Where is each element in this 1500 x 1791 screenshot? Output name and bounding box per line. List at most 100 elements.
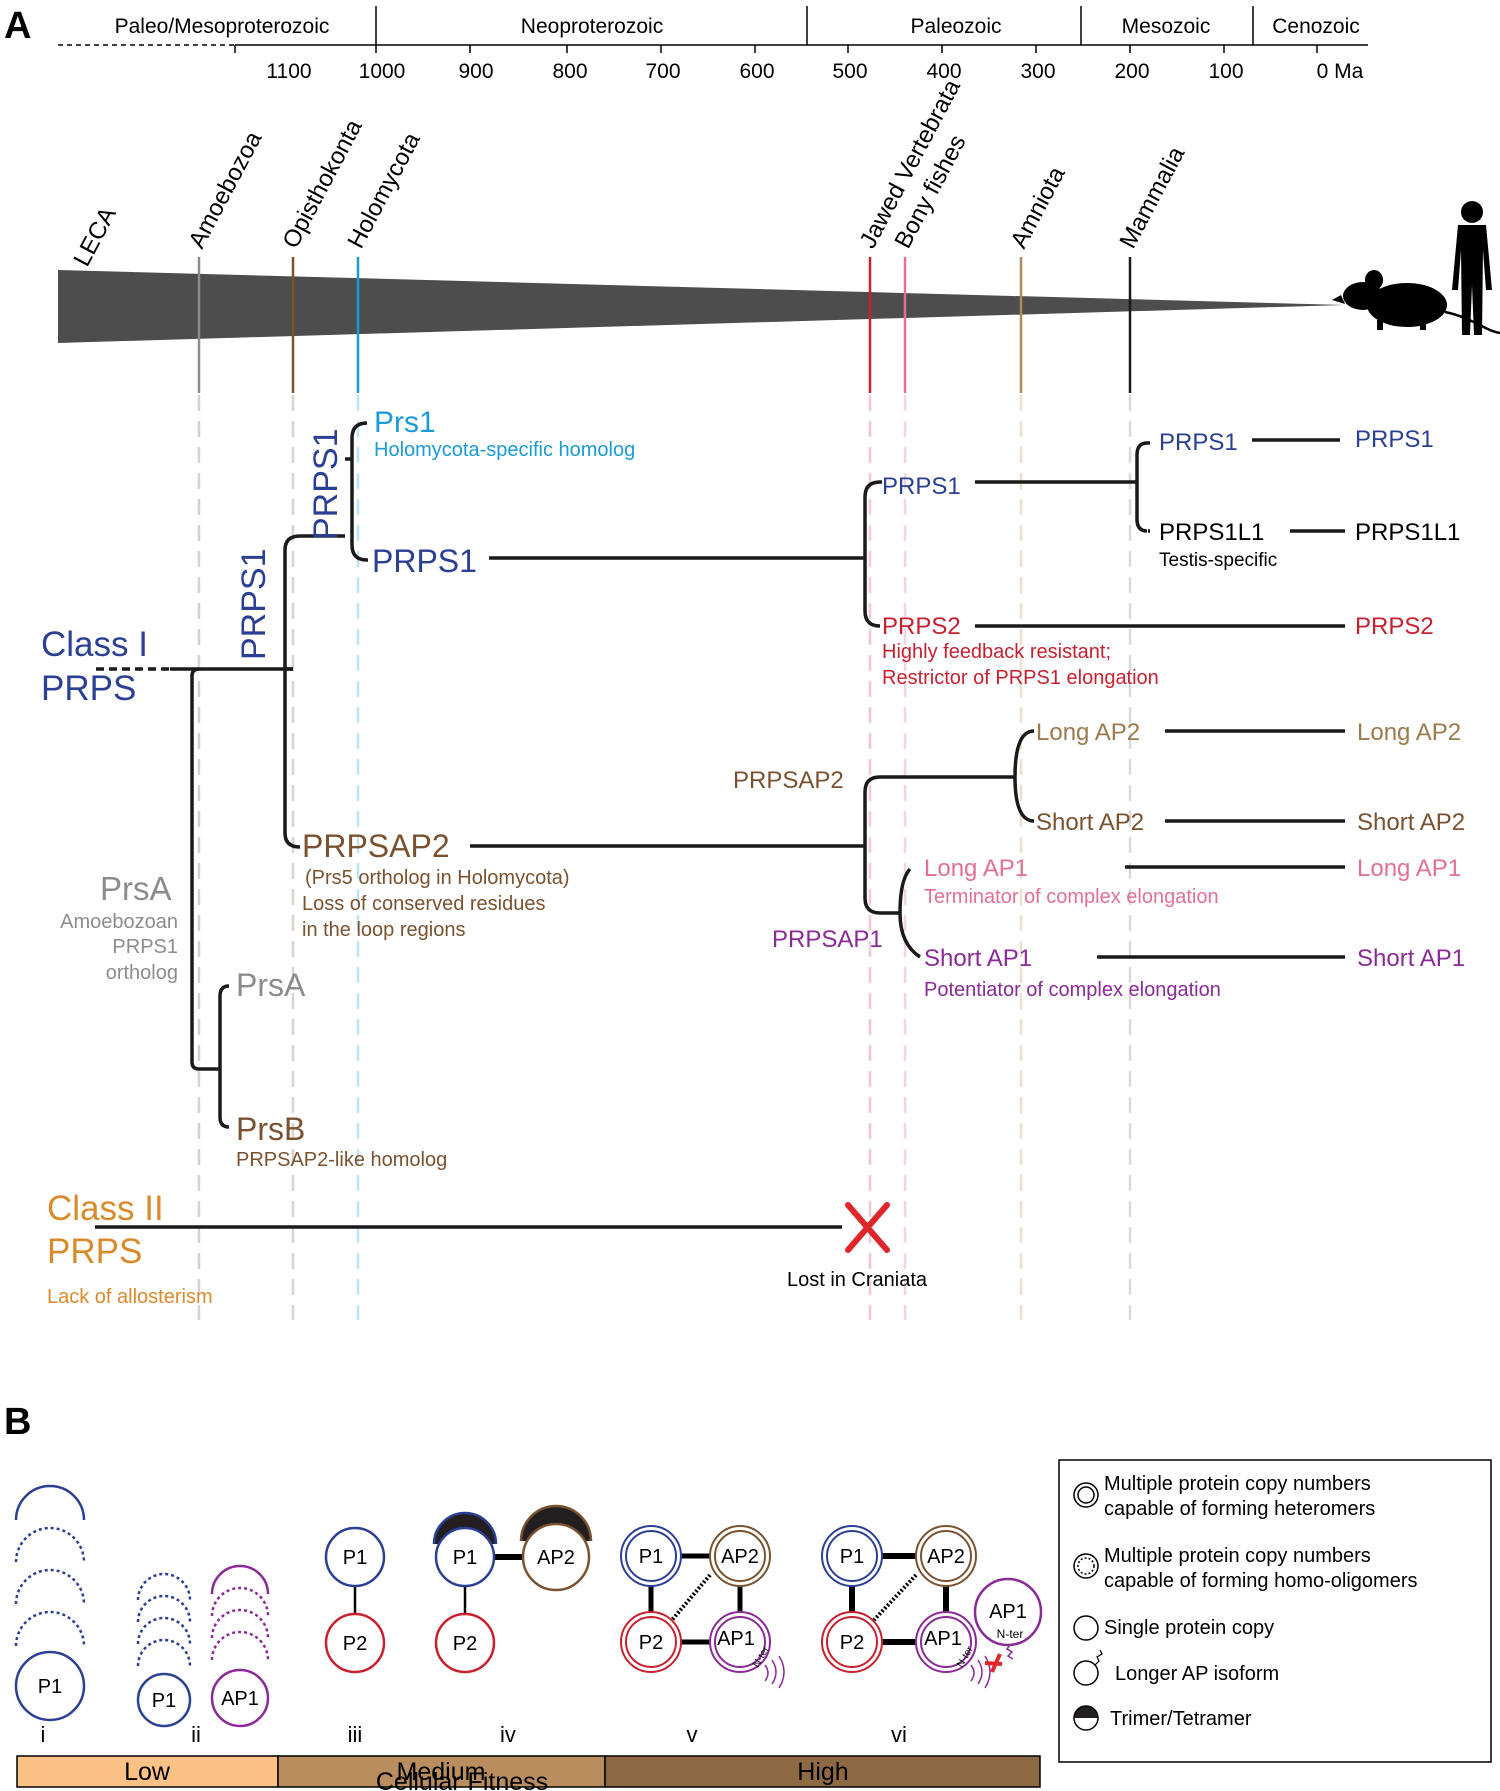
protein-p2: P2 — [840, 1632, 864, 1654]
lost-cross-icon — [845, 1202, 890, 1253]
protein-p2: P2 — [453, 1633, 477, 1655]
long-ap2-human-label: Long AP2 — [1357, 719, 1461, 746]
prsa-side-label: PrsA — [100, 870, 172, 907]
legend-single-circle-icon — [1073, 1615, 1099, 1641]
prps1l1-mammal-label: PRPS1L1 — [1159, 519, 1264, 546]
nter-label: N-ter — [997, 1627, 1024, 1641]
complex-numeral: iii — [348, 1722, 363, 1747]
prs1-label: Prs1 — [374, 406, 436, 439]
protein-ap1: AP1 — [221, 1688, 259, 1710]
protein-p2-circle — [434, 1612, 496, 1674]
prpsap2-note-1: (Prs5 ortholog in Holomycota) — [305, 867, 570, 889]
time-tick-label: 900 — [458, 60, 493, 83]
complex-ii-p1 — [136, 1572, 192, 1728]
fitness-bar — [16, 1755, 1041, 1788]
prps2-vertebrate-label: PRPS2 — [882, 613, 961, 640]
protein-p1: P1 — [840, 1546, 864, 1568]
legend-text: Longer AP isoform — [1115, 1663, 1279, 1685]
protein-ap2: AP2 — [537, 1547, 575, 1569]
time-tick-label: 600 — [739, 60, 774, 83]
protein-ap1: AP1 — [989, 1601, 1027, 1623]
time-tick-label: 300 — [1020, 60, 1055, 83]
protein-p1: P1 — [152, 1690, 176, 1712]
legend-text: Single protein copy — [1104, 1617, 1274, 1639]
time-tick-label: 1000 — [359, 60, 406, 83]
prps2-human-label: PRPS2 — [1355, 613, 1434, 640]
class2-label: Class II PRPS — [47, 1189, 164, 1271]
protein-ap2-circle — [521, 1522, 591, 1592]
prsb-label: PrsB — [236, 1111, 305, 1147]
legend-dotted-circle-icon — [1073, 1553, 1099, 1579]
clade-markers — [197, 257, 1132, 393]
protein-ap1: AP1 — [717, 1628, 755, 1650]
prps2-note-1: Highly feedback resistant; — [882, 641, 1111, 663]
time-tick-label: 700 — [645, 60, 680, 83]
era-label: Mesozoic — [1122, 15, 1211, 38]
long-ap1-label: Long AP1 — [924, 855, 1028, 882]
prps2-note-2: Restrictor of PRPS1 elongation — [882, 667, 1159, 689]
prps1-clade-label: PRPS1 — [235, 549, 273, 661]
geologic-timeline: Paleo/Mesoproterozoic Neoproterozoic Pal… — [58, 6, 1368, 83]
svg-text:Class II: Class II — [47, 1189, 164, 1228]
svg-text:PRPS: PRPS — [41, 669, 136, 708]
prsa-label: PrsA — [236, 967, 306, 1003]
evolution-wedge — [58, 270, 1345, 343]
complex-v — [620, 1525, 785, 1689]
protein-ap2: AP2 — [927, 1546, 965, 1568]
short-ap2-human-label: Short AP2 — [1357, 809, 1465, 836]
human-icon — [1452, 201, 1492, 335]
era-label: Neoproterozoic — [521, 15, 663, 38]
complex-vi — [821, 1525, 1043, 1689]
legend-trimer-icon — [1073, 1705, 1099, 1731]
prs1-note: Holomycota-specific homolog — [374, 439, 635, 461]
time-tick-label: 100 — [1208, 60, 1243, 83]
fitness-title: Cellular Fitness — [376, 1768, 548, 1791]
protein-p2-circle — [324, 1612, 386, 1674]
protein-p1: P1 — [639, 1546, 663, 1568]
prps1l1-human-label: PRPS1L1 — [1355, 519, 1460, 546]
clade-label-leca: LECA — [68, 203, 121, 271]
prpsap2-vertebrate-label: PRPSAP2 — [733, 767, 844, 794]
fitness-low-label: Low — [124, 1758, 171, 1786]
time-tick-label: 200 — [1114, 60, 1149, 83]
complex-numeral: v — [687, 1722, 698, 1747]
legend-box: Multiple protein copy numbers capable of… — [1058, 1459, 1492, 1763]
protein-p1: P1 — [38, 1676, 62, 1698]
protein-p1-circle — [324, 1526, 386, 1588]
protein-p2: P2 — [639, 1632, 663, 1654]
clade-label-mammalia: Mammalia — [1114, 142, 1190, 253]
svg-text:PRPS: PRPS — [47, 1232, 142, 1271]
clade-names: LECA Amoebozoa Opisthokonta Holomycota J… — [68, 75, 1190, 271]
short-ap1-human-label: Short AP1 — [1357, 945, 1465, 972]
time-tick-label: 500 — [832, 60, 867, 83]
svg-text:ortholog: ortholog — [106, 962, 178, 984]
time-tick-label: 0 Ma — [1317, 60, 1364, 83]
prpsap2-note-3: in the loop regions — [302, 919, 465, 941]
panel-label-b: B — [4, 1401, 31, 1443]
complex-ii-ap1 — [210, 1564, 270, 1728]
prps1-mammal-label: PRPS1 — [1159, 429, 1238, 456]
prps1-holomycota-clade-label: PRPS1 — [307, 429, 345, 541]
prpsap2-node-label: PRPSAP2 — [302, 828, 450, 864]
legend-text: Multiple protein copy numbers — [1104, 1545, 1371, 1567]
legend-text: Multiple protein copy numbers — [1104, 1473, 1371, 1495]
protein-p1: P1 — [453, 1547, 477, 1569]
short-ap1-note: Potentiator of complex elongation — [924, 979, 1221, 1001]
protein-ap1: AP1 — [924, 1628, 962, 1650]
prpsap1-vertebrate-label: PRPSAP1 — [772, 926, 883, 953]
long-ap1-human-label: Long AP1 — [1357, 855, 1461, 882]
legend-long-isoform-icon — [1073, 1660, 1099, 1686]
complex-numeral: i — [41, 1722, 46, 1747]
prsb-note: PRPSAP2-like homolog — [236, 1149, 447, 1171]
protein-ap2: AP2 — [721, 1546, 759, 1568]
prsa-side-note: Amoebozoan PRPS1 ortholog — [60, 911, 178, 984]
protein-p1: P1 — [343, 1547, 367, 1569]
complex-numeral: iv — [500, 1722, 516, 1747]
long-ap2-label: Long AP2 — [1036, 719, 1140, 746]
legend-text: Trimer/Tetramer — [1110, 1708, 1252, 1730]
panel-label-a: A — [4, 5, 31, 47]
time-tick-label: 400 — [926, 60, 961, 83]
prps1-human-label: PRPS1 — [1355, 426, 1434, 453]
fitness-medium-label: Medium — [397, 1758, 486, 1786]
